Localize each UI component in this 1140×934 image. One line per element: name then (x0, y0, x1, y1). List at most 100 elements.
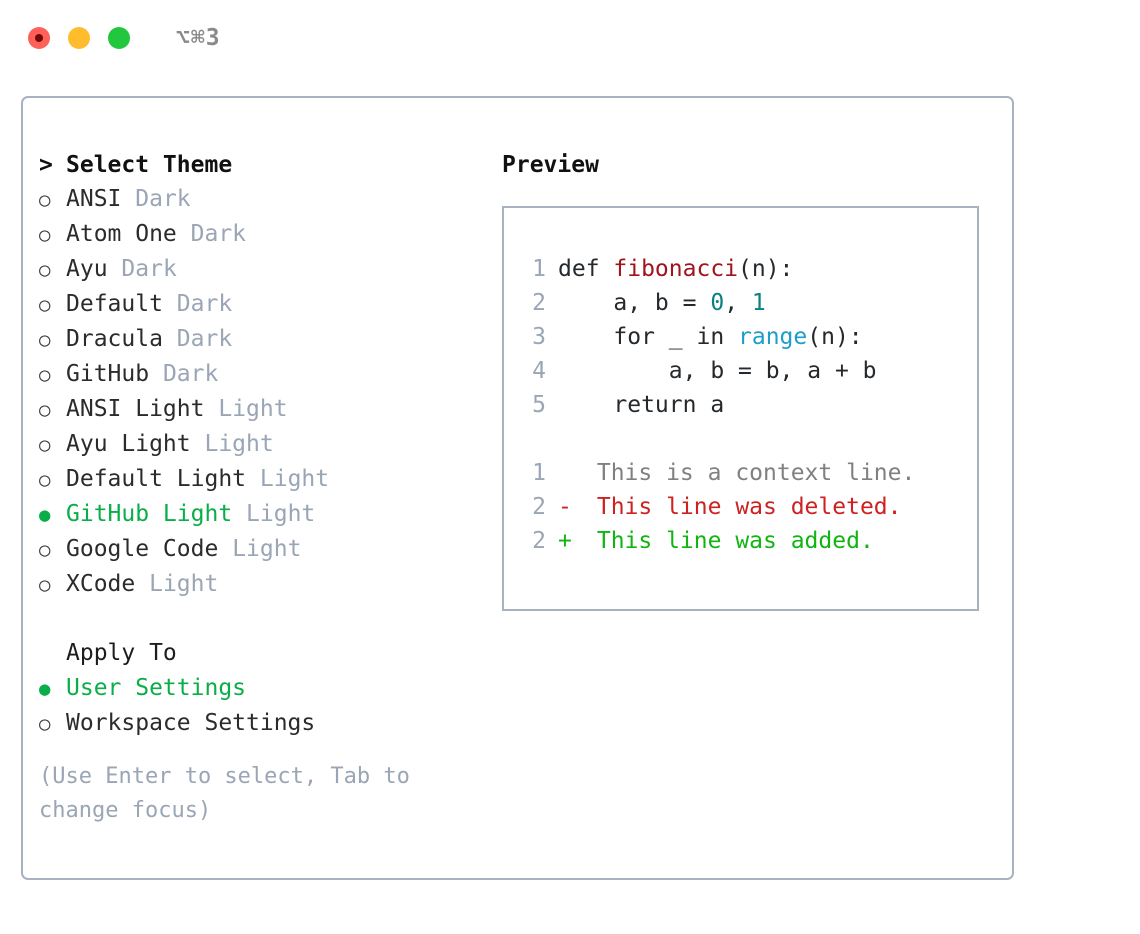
code-token-builtin: range (738, 324, 808, 350)
code-line-content: def fibonacci(n): (558, 252, 793, 286)
preview-title: Preview (502, 152, 599, 178)
code-token-number: 0 (710, 290, 725, 316)
diff-line-number: 2 (532, 494, 546, 520)
theme-option-ayu-light[interactable]: ○ Ayu Light Light (39, 427, 494, 462)
radio-unselected-icon: ○ (39, 469, 51, 491)
theme-option-badge: Dark (176, 326, 233, 352)
traffic-light-group (28, 27, 130, 49)
radio-unselected-icon: ○ (39, 539, 51, 561)
theme-option-github[interactable]: ○GitHub Dark (39, 357, 494, 392)
theme-option-label: ANSI (66, 186, 122, 212)
code-line: 4 a, b = b, a + b (520, 354, 965, 388)
diff-line-content: This is a context line. (583, 460, 916, 486)
apply-to-heading: ○ Apply To (39, 636, 494, 671)
code-token-plain: (n): (738, 256, 794, 282)
diff-line-content: This line was added. (583, 528, 874, 554)
theme-option-label: Ayu (66, 256, 108, 282)
theme-option-label: Atom One (66, 221, 177, 247)
theme-list: ○ANSI Dark○Atom One Dark○Ayu Dark○Defaul… (39, 182, 494, 602)
apply-to-heading-label: Apply To (66, 640, 177, 666)
title-bar: ⌥⌘3 (0, 0, 1140, 76)
radio-unselected-icon: ○ (39, 224, 51, 246)
theme-option-dracula[interactable]: ○Dracula Dark (39, 322, 494, 357)
radio-unselected-icon: ○ (39, 399, 51, 421)
code-token-plain: a, b = (558, 290, 711, 316)
theme-option-label: Ayu Light (66, 431, 191, 457)
code-line-number: 4 (532, 358, 546, 384)
code-line-content: a, b = b, a + b (558, 354, 877, 388)
diff-line-number: 2 (532, 528, 546, 554)
diff-marker: + (558, 528, 572, 554)
radio-unselected-icon: ○ (39, 434, 51, 456)
theme-option-label: Default Light (66, 466, 247, 492)
code-line-content: return a (558, 388, 724, 422)
code-token-plain: , (724, 290, 752, 316)
apply-to-option-label: User Settings (66, 675, 247, 701)
close-button-icon[interactable] (28, 27, 50, 49)
theme-option-ayu[interactable]: ○Ayu Dark (39, 252, 494, 287)
theme-option-badge: Light (204, 431, 274, 457)
code-line-number: 1 (532, 256, 546, 282)
theme-option-gap (232, 497, 246, 531)
theme-option-badge: Dark (121, 256, 177, 282)
theme-option-github-light[interactable]: ●GitHub Light Light (39, 497, 494, 532)
theme-selector-column: > Select Theme ○ANSI Dark○Atom One Dark○… (39, 148, 494, 741)
theme-option-gap (246, 462, 260, 496)
theme-option-ansi[interactable]: ○ ANSI Dark (39, 182, 494, 217)
radio-unselected-icon: ○ (39, 189, 51, 211)
theme-option-atom-one[interactable]: ○Atom One Dark (39, 217, 494, 252)
radio-selected-icon: ● (39, 504, 51, 526)
theme-option-ansi-light[interactable]: ○ANSI Light Light (39, 392, 494, 427)
preview-column: Preview (502, 148, 1002, 182)
theme-option-gap (121, 182, 135, 216)
main-panel: > Select Theme ○ANSI Dark○Atom One Dark○… (21, 96, 1014, 880)
theme-option-badge: Dark (162, 361, 219, 387)
theme-option-google-code[interactable]: ○Google Code Light (39, 532, 494, 567)
section-spacer (39, 602, 494, 636)
diff-line-number: 1 (532, 460, 546, 486)
theme-option-gap (163, 322, 177, 356)
keyboard-hint-text: (Use Enter to select, Tab to change focu… (39, 764, 410, 823)
radio-unselected-icon: ○ (39, 574, 51, 596)
code-line: 2 a, b = 0, 1 (520, 286, 965, 320)
code-token-function: fibonacci (613, 256, 739, 282)
select-theme-heading-label: Select Theme (66, 152, 233, 178)
diff-marker (558, 456, 583, 490)
diff-line-addition: 2 + This line was added. (520, 524, 965, 558)
apply-to-option-user-settings[interactable]: ● User Settings (39, 671, 494, 706)
theme-option-gap (204, 392, 218, 426)
theme-option-badge: Dark (135, 186, 191, 212)
caret-icon: > (39, 152, 53, 178)
select-theme-heading: > Select Theme (39, 148, 494, 182)
diff-line-context: 1 This is a context line. (520, 456, 965, 490)
theme-option-gap (135, 567, 149, 601)
theme-option-gap (108, 252, 122, 286)
code-line: 3 for _ in range(n): (520, 320, 965, 354)
code-token-plain: for _ in (558, 324, 739, 350)
theme-option-badge: Light (246, 501, 316, 527)
diff-block: 1 This is a context line.2- This line wa… (520, 456, 965, 558)
code-line-number: 5 (532, 392, 546, 418)
radio-unselected-icon: ○ (39, 364, 51, 386)
theme-option-badge: Light (232, 536, 302, 562)
theme-option-badge: Light (218, 396, 288, 422)
apply-to-option-workspace-settings[interactable]: ○Workspace Settings (39, 706, 494, 741)
minimize-button-icon[interactable] (68, 27, 90, 49)
theme-option-badge: Light (259, 466, 330, 492)
code-line-content: a, b = 0, 1 (558, 286, 765, 320)
maximize-button-icon[interactable] (108, 27, 130, 49)
theme-option-label: Default (66, 291, 163, 317)
code-token-plain: a, b = b, a + b (558, 358, 877, 384)
window-title: ⌥⌘3 (176, 24, 221, 51)
theme-option-default[interactable]: ○Default Dark (39, 287, 494, 322)
radio-unselected-icon: ○ (39, 713, 51, 735)
theme-option-xcode[interactable]: ○XCode Light (39, 567, 494, 602)
code-diff-spacer (520, 422, 965, 456)
theme-option-default-light[interactable]: ○ Default Light Light (39, 462, 494, 497)
theme-option-badge: Dark (176, 291, 233, 317)
radio-selected-icon: ● (39, 678, 51, 700)
